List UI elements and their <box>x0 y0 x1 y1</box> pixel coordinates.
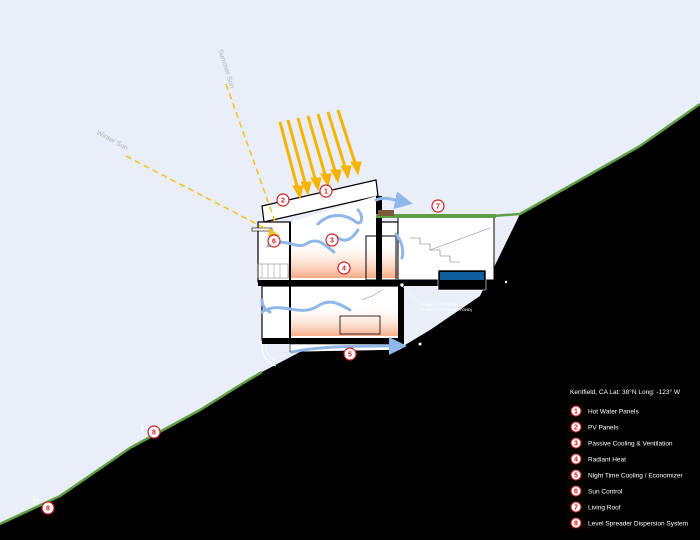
legend-item: 3 Passive Cooling & Ventilation <box>570 437 673 449</box>
svg-text:7: 7 <box>574 505 578 512</box>
svg-text:7: 7 <box>436 204 440 211</box>
svg-text:8: 8 <box>574 521 578 528</box>
svg-text:2: 2 <box>574 425 578 432</box>
callout-7: 7 <box>431 199 445 213</box>
airflow-arrows <box>260 191 413 356</box>
summer-sun-ray <box>225 83 277 225</box>
svg-text:Radiant Heat: Radiant Heat <box>588 457 626 464</box>
legend-item: 2 PV Panels <box>570 421 619 433</box>
callout-2: 2 <box>276 193 290 207</box>
svg-text:PV Panels: PV Panels <box>588 425 619 432</box>
svg-text:Night Time Cooling / Economize: Night Time Cooling / Economizer <box>588 473 683 480</box>
rear-volume <box>397 215 495 281</box>
svg-text:1: 1 <box>574 409 578 416</box>
svg-text:6: 6 <box>574 489 578 496</box>
svg-text:1: 1 <box>324 189 328 196</box>
callout-3: 3 <box>325 233 339 247</box>
hillside-grass <box>0 370 263 526</box>
svg-text:8: 8 <box>46 506 50 513</box>
winter-sun-ray <box>125 155 277 235</box>
svg-text:Passive Cooling & Ventilation: Passive Cooling & Ventilation <box>588 441 673 448</box>
svg-text:4: 4 <box>574 457 578 464</box>
svg-text:5: 5 <box>574 473 578 480</box>
legend-item: 5 Night Time Cooling / Economizer <box>570 469 683 481</box>
svg-text:2: 2 <box>281 198 285 205</box>
svg-text:5: 5 <box>348 352 352 359</box>
svg-text:3: 3 <box>574 441 578 448</box>
callout-1: 1 <box>319 184 333 198</box>
legend-item: 8 Level Spreader Dispersion System <box>570 517 688 529</box>
callout-4: 4 <box>337 261 351 275</box>
callout-8-upper: 8 <box>141 424 161 439</box>
cistern-note-line-1: DRAIN TO CISTERN <box>420 302 458 307</box>
location-text: Kentfield, CA Lat: 38°N Long: -123° W <box>570 388 681 396</box>
summer-sun-arrows <box>278 109 362 200</box>
svg-text:Sun Control: Sun Control <box>588 489 623 496</box>
legend-item: 6 Sun Control <box>570 485 623 497</box>
legend-item: 1 Hot Water Panels <box>570 405 639 417</box>
callout-6: 6 <box>267 234 281 248</box>
callout-5: 5 <box>343 347 357 361</box>
lower-slab <box>262 338 404 344</box>
svg-text:8: 8 <box>152 430 156 437</box>
svg-text:Level Spreader Dispersion Syst: Level Spreader Dispersion System <box>588 521 688 528</box>
svg-text:Living Roof: Living Roof <box>588 505 621 512</box>
cistern-note-line-2: IN MECH. ROOM (BEYOND) <box>420 307 473 312</box>
living-roof <box>376 214 496 218</box>
svg-text:Hot Water Panels: Hot Water Panels <box>588 409 639 416</box>
upper-slab <box>258 280 494 286</box>
callout-8-lower: 8 <box>33 496 55 515</box>
legend-item: 4 Radiant Heat <box>570 453 626 465</box>
svg-text:3: 3 <box>330 238 334 245</box>
legend-item: 7 Living Roof <box>570 501 621 513</box>
svg-text:6: 6 <box>272 239 276 246</box>
svg-text:4: 4 <box>342 266 346 273</box>
hillside-ground <box>0 104 700 540</box>
legend: 1 Hot Water Panels 2 PV Panels 3 Passive… <box>570 405 688 529</box>
uphill-grass <box>491 102 700 218</box>
